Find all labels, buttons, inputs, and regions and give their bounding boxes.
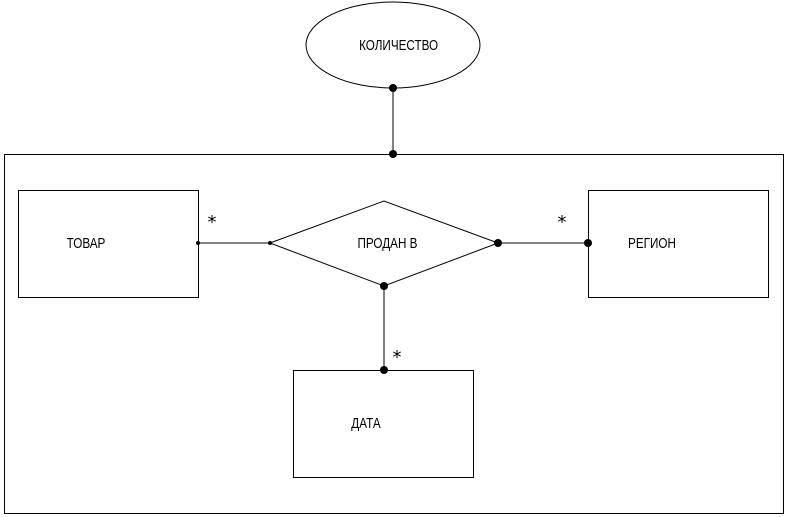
connector-product-diamond-dot [268, 241, 272, 245]
multiplicity-product: * [208, 212, 217, 233]
multiplicity-date: * [393, 347, 402, 368]
entity-region-label: РЕГИОН [628, 235, 676, 252]
connector-region-diamond-dot [494, 239, 502, 247]
entity-region [588, 190, 769, 298]
connector-date-end-dot [380, 366, 388, 374]
connector-region-end-dot [584, 239, 592, 247]
attribute-label: КОЛИЧЕСТВО [359, 37, 438, 54]
attribute-connector-top-dot [389, 84, 397, 92]
multiplicity-region: * [558, 212, 567, 233]
relationship-label: ПРОДАН В [357, 235, 417, 252]
entity-product [18, 190, 199, 298]
attribute-connector-bottom-dot [389, 150, 397, 158]
entity-date [293, 370, 474, 478]
entity-date-label: ДАТА [351, 415, 380, 432]
entity-product-label: ТОВАР [67, 235, 106, 252]
connector-date-diamond-dot [380, 282, 388, 290]
connector-product-end-dot [196, 241, 200, 245]
